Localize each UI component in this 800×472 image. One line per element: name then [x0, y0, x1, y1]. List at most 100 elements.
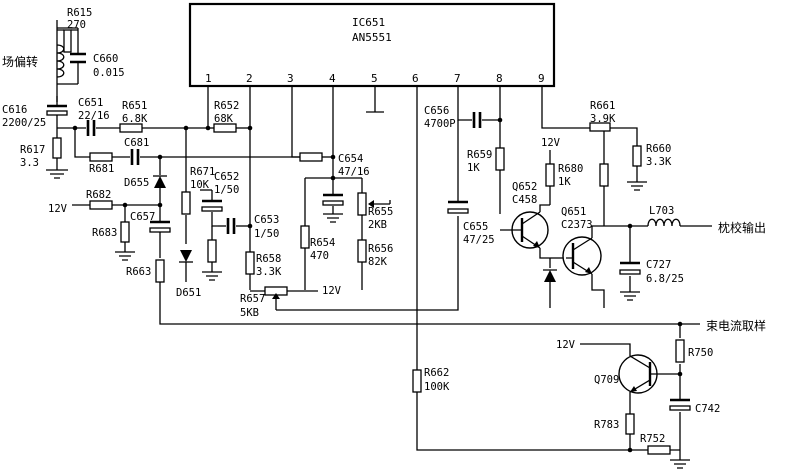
c653-ref: C653 — [254, 214, 279, 226]
pin7-8-network — [447, 100, 505, 214]
diode-d651 — [180, 250, 192, 262]
c616-val: 2200/25 — [2, 117, 46, 129]
c656-val: 4700P — [424, 118, 456, 130]
c656-ref: C656 — [424, 105, 449, 117]
capacitor-c656 — [472, 112, 482, 128]
c654-ref: C654 — [338, 153, 363, 165]
r651-ref: R651 — [122, 100, 147, 112]
c727-val: 6.8/25 — [646, 273, 684, 285]
r681-ref: R681 — [89, 163, 114, 175]
capacitor-c654 — [322, 200, 344, 206]
d651-ref: D651 — [176, 287, 201, 299]
resistor-r659 — [495, 147, 505, 171]
pin4-network — [299, 152, 391, 290]
pin-8-label: 8 — [496, 72, 503, 85]
q651-ref: Q651 — [561, 206, 586, 218]
resistor-r617 — [52, 137, 62, 159]
yoke-section — [46, 20, 253, 179]
q651-val: C2373 — [561, 219, 593, 231]
c660-val: 0.015 — [93, 67, 125, 79]
c657-ref: C657 — [130, 211, 155, 223]
capacitor-c660 — [70, 52, 86, 64]
resistor-r662 — [412, 369, 422, 393]
r657-ref: R657 — [240, 293, 265, 305]
diode-q652-e — [544, 270, 556, 282]
r662-ref: R662 — [424, 367, 449, 379]
diode-d655 — [154, 176, 166, 188]
supply-12v-c: 12V — [541, 137, 561, 149]
inductor-l703 — [647, 218, 681, 227]
c654-val: 47/16 — [338, 166, 370, 178]
c653-val: 1/50 — [254, 228, 279, 240]
resistor-r661-b — [599, 163, 609, 187]
supply-12v-d: 12V — [556, 339, 576, 351]
pin-4-label: 4 — [329, 72, 336, 85]
pin-5-label: 5 — [371, 72, 378, 85]
q652-val: C458 — [512, 194, 537, 206]
resistor-r752 — [647, 445, 671, 455]
d655-ref: D655 — [124, 177, 149, 189]
c652-val: 1/50 — [214, 184, 239, 196]
c652-ref: C652 — [214, 171, 239, 183]
pin-1-label: 1 — [205, 72, 212, 85]
r656-ref: R656 — [368, 243, 393, 255]
r683-ref: R683 — [92, 227, 117, 239]
q652-ref: Q652 — [512, 181, 537, 193]
capacitor-c616 — [46, 110, 68, 116]
r662-val: 100K — [424, 381, 450, 393]
r617-val: 3.3 — [20, 157, 39, 169]
resistor-r671 — [181, 191, 191, 215]
r661-val: 3.9K — [590, 113, 616, 125]
capacitor-c655 — [447, 208, 469, 214]
r654-ref: R654 — [310, 237, 335, 249]
transistor-q651 — [562, 236, 602, 276]
r750-ref: R750 — [688, 347, 713, 359]
c660-ref: C660 — [93, 53, 118, 65]
transistor-stage — [500, 122, 712, 308]
c727-ref: C727 — [646, 259, 671, 271]
left-network — [72, 125, 700, 325]
resistor-r681 — [89, 152, 113, 162]
pin-6-label: 6 — [412, 72, 419, 85]
resistor-r658 — [245, 251, 255, 275]
potentiometer-r655 — [357, 192, 367, 216]
r660-ref: R660 — [646, 143, 671, 155]
resistor-r661 — [589, 122, 611, 132]
r657-val: 5KB — [240, 307, 259, 319]
r652-ref: R652 — [214, 100, 239, 112]
beam-sample-label: 束电流取样 — [706, 318, 766, 333]
capacitor-c651 — [86, 120, 96, 136]
r617-ref: R617 — [20, 144, 45, 156]
ic-part-label: AN5551 — [352, 31, 392, 44]
r680-val: 1K — [558, 176, 571, 188]
q709-ref: Q709 — [594, 374, 619, 386]
capacitor-c653 — [226, 218, 236, 234]
supply-12v-a: 12V — [48, 203, 68, 215]
resistor-r653 — [299, 152, 323, 162]
r783-ref: R783 — [594, 419, 619, 431]
labels: 场偏转 R615 270 C660 0.015 C616 2200/25 R61… — [2, 7, 766, 445]
pin-3-label: 3 — [287, 72, 294, 85]
r655-val: 2KB — [368, 219, 387, 231]
r658-val: 3.3K — [256, 266, 282, 278]
c655-val: 47/25 — [463, 234, 495, 246]
r659-ref: R659 — [467, 149, 492, 161]
r655-ref: R655 — [368, 206, 393, 218]
resistor-r652 — [213, 123, 237, 133]
yoke-coil — [56, 44, 65, 78]
pin-9-label: 9 — [538, 72, 545, 85]
r654-val: 470 — [310, 250, 329, 262]
ground-r617 — [46, 169, 68, 179]
capacitor-c652 — [201, 206, 223, 212]
resistor-r783 — [625, 413, 635, 435]
c742-ref: C742 — [695, 403, 720, 415]
yoke-label: 场偏转 — [2, 54, 38, 69]
resistor-r651 — [119, 123, 143, 133]
resistor-r663 — [155, 259, 165, 283]
r659-val: 1K — [467, 162, 480, 174]
resistor-r615 — [63, 29, 72, 53]
r752-ref: R752 — [640, 433, 665, 445]
r680-ref: R680 — [558, 163, 583, 175]
r682-ref: R682 — [86, 189, 111, 201]
